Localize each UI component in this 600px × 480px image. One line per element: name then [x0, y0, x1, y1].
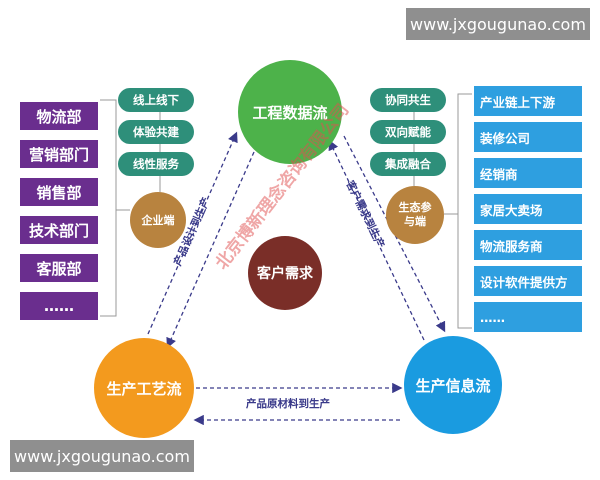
- left-dept-item: 营销部门: [20, 140, 98, 168]
- left-dept-item: ……: [20, 292, 98, 320]
- circle-production-process-flow: 生产工艺流: [94, 338, 194, 438]
- right-partner-item: 装修公司: [474, 122, 582, 152]
- right-bracket: [457, 93, 472, 329]
- right-partner-item: 产业链上下游: [474, 86, 582, 116]
- left-pill: 线性服务: [118, 152, 194, 176]
- left-pill: 体验共建: [118, 120, 194, 144]
- right-partner-item: 设计软件提供方: [474, 266, 582, 296]
- left-dept-item: 客服部: [20, 254, 98, 282]
- arrow-label-bottom: 产品原材料到生产: [246, 398, 330, 410]
- left-dept-item: 销售部: [20, 178, 98, 206]
- circle-customer-demand: 客户需求: [248, 236, 322, 310]
- left-pill: 线上线下: [118, 88, 194, 112]
- left-bracket: [100, 99, 117, 317]
- circle-ecosystem-side: 生态参与端: [386, 186, 444, 244]
- ecosystem-label: 生态参与端: [398, 201, 432, 228]
- arrow-right-down: [343, 135, 446, 333]
- right-partner-item: 经销商: [474, 158, 582, 188]
- right-partner-item: 家居大卖场: [474, 194, 582, 224]
- right-pill: 协同共生: [370, 88, 446, 112]
- circle-enterprise-side: 企业端: [130, 192, 186, 248]
- right-pill: 双向赋能: [370, 120, 446, 144]
- watermark-bottom: www.jxgougunao.com: [10, 440, 194, 472]
- right-pill: 集成融合: [370, 152, 446, 176]
- watermark-top: www.jxgougunao.com: [406, 8, 590, 40]
- arrow-left-down: [166, 151, 255, 349]
- right-partner-item: ……: [474, 302, 582, 332]
- right-partner-item: 物流服务商: [474, 230, 582, 260]
- arrow-left-up: [147, 131, 238, 335]
- left-dept-item: 物流部: [20, 102, 98, 130]
- circle-engineering-data-flow: 工程数据流: [238, 60, 342, 164]
- arrow-right-up: [328, 139, 425, 341]
- circle-production-info-flow: 生产信息流: [404, 336, 502, 434]
- left-dept-item: 技术部门: [20, 216, 98, 244]
